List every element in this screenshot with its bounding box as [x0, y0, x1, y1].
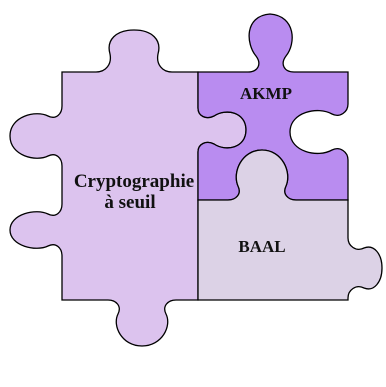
- puzzle-piece-baal: [197, 149, 383, 301]
- label-akmp: AKMP: [240, 84, 292, 103]
- label-baal: BAAL: [238, 237, 285, 256]
- label-cryptographie-line1: Cryptographie: [74, 171, 194, 192]
- puzzle-piece-akmp: [197, 13, 349, 201]
- label-cryptographie-line2: à seuil: [104, 192, 155, 213]
- puzzle-piece-cryptographie: [9, 29, 247, 347]
